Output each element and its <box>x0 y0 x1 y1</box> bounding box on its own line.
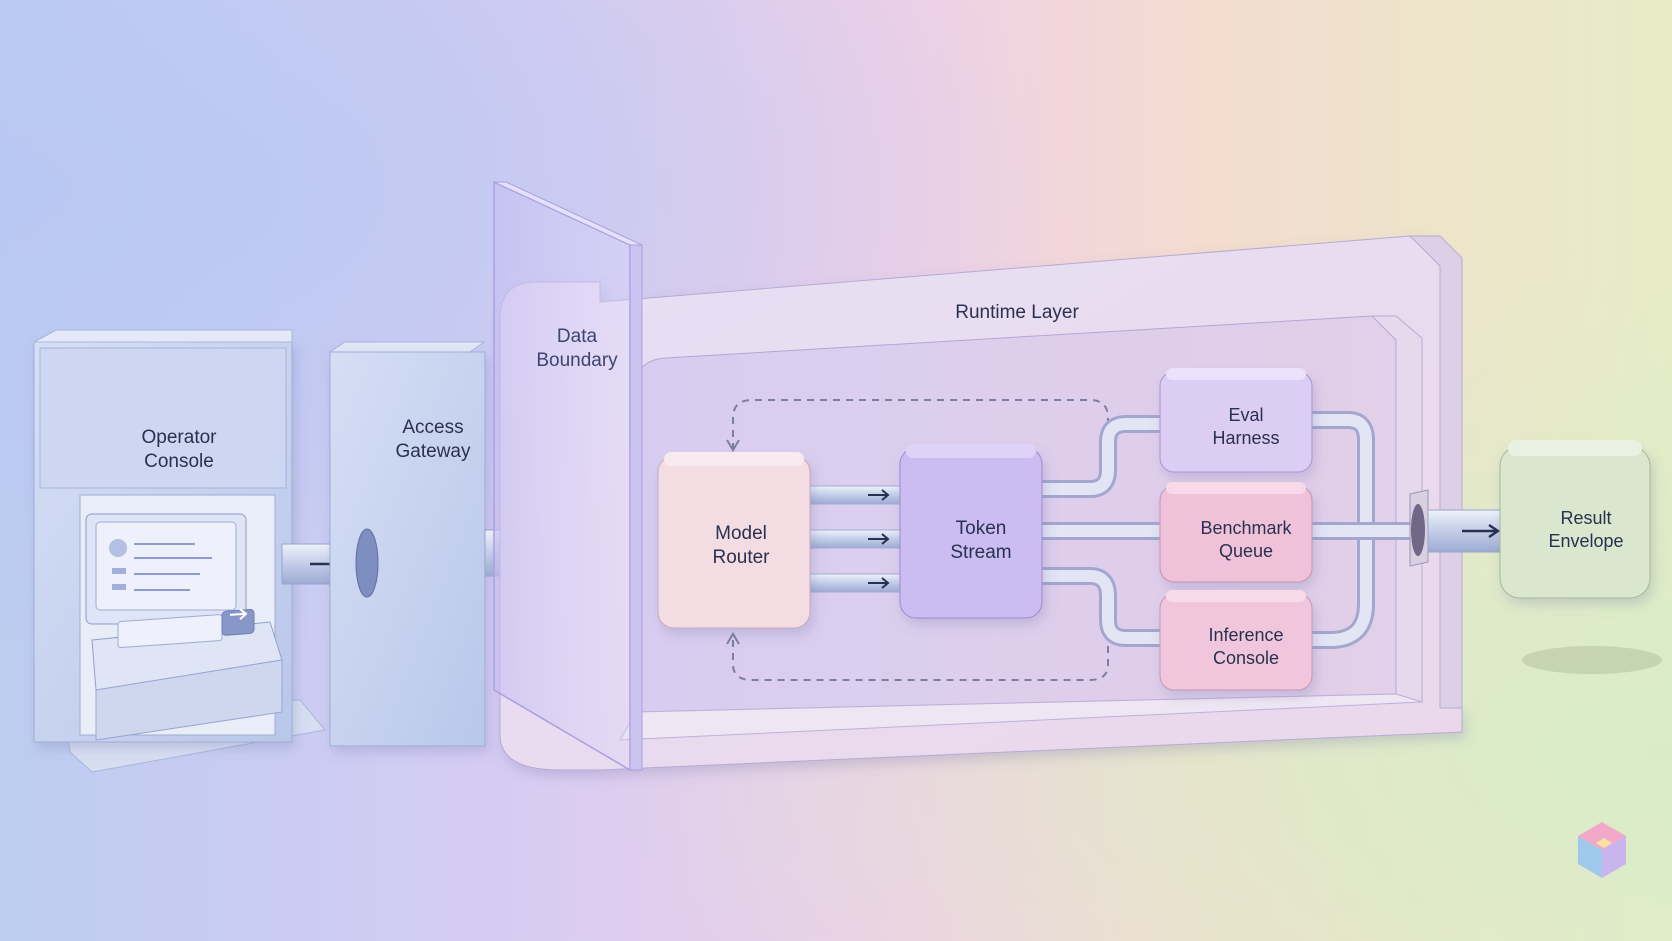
token-module-pipes <box>1031 411 1429 649</box>
arrow-down-icon <box>726 439 740 452</box>
eval-harness-label: Eval Harness <box>1212 405 1280 448</box>
data-boundary-panel <box>493 180 631 772</box>
operator-console <box>33 329 326 773</box>
access-gateway <box>328 341 486 747</box>
user-avatar-icon <box>109 539 127 557</box>
feedback-loop-bottom <box>732 640 1109 681</box>
token-stream-label: Token Stream <box>950 518 1012 563</box>
router-token-pipes <box>807 485 913 593</box>
result-envelope <box>1499 440 1662 674</box>
flow-arrow-icon <box>1462 524 1501 538</box>
model-router <box>657 452 811 629</box>
runtime-layer-label: Runtime Layer <box>955 302 1079 323</box>
output-port <box>1409 489 1511 567</box>
arrow-right-icon <box>230 608 248 620</box>
access-gateway-port <box>355 528 379 598</box>
operator-console-label: Operator Console <box>141 427 217 472</box>
flow-arrow-icon <box>868 577 890 589</box>
operator-console-screen <box>95 521 237 611</box>
arrow-up-icon <box>726 632 740 645</box>
flow-arrow-icon <box>868 533 890 545</box>
cube-logo-icon <box>1578 822 1626 878</box>
inference-console <box>1159 590 1313 691</box>
operator-console-header <box>39 347 287 489</box>
result-envelope-label: Result Envelope <box>1548 508 1624 551</box>
benchmark-queue <box>1159 482 1313 583</box>
feedback-loop-top <box>732 399 1109 450</box>
flow-arrow-icon <box>868 489 890 501</box>
eval-harness <box>1159 368 1313 473</box>
data-boundary-label: Data Boundary <box>536 326 618 371</box>
benchmark-queue-label: Benchmark Queue <box>1200 518 1292 561</box>
access-gateway-label: Access Gateway <box>395 417 471 462</box>
data-boundary <box>493 180 643 772</box>
inference-console-label: Inference Console <box>1208 625 1284 668</box>
model-router-label: Model Router <box>712 523 770 568</box>
token-stream <box>899 444 1043 619</box>
submit-arrow-button <box>221 609 255 636</box>
access-gateway-body <box>329 351 486 747</box>
